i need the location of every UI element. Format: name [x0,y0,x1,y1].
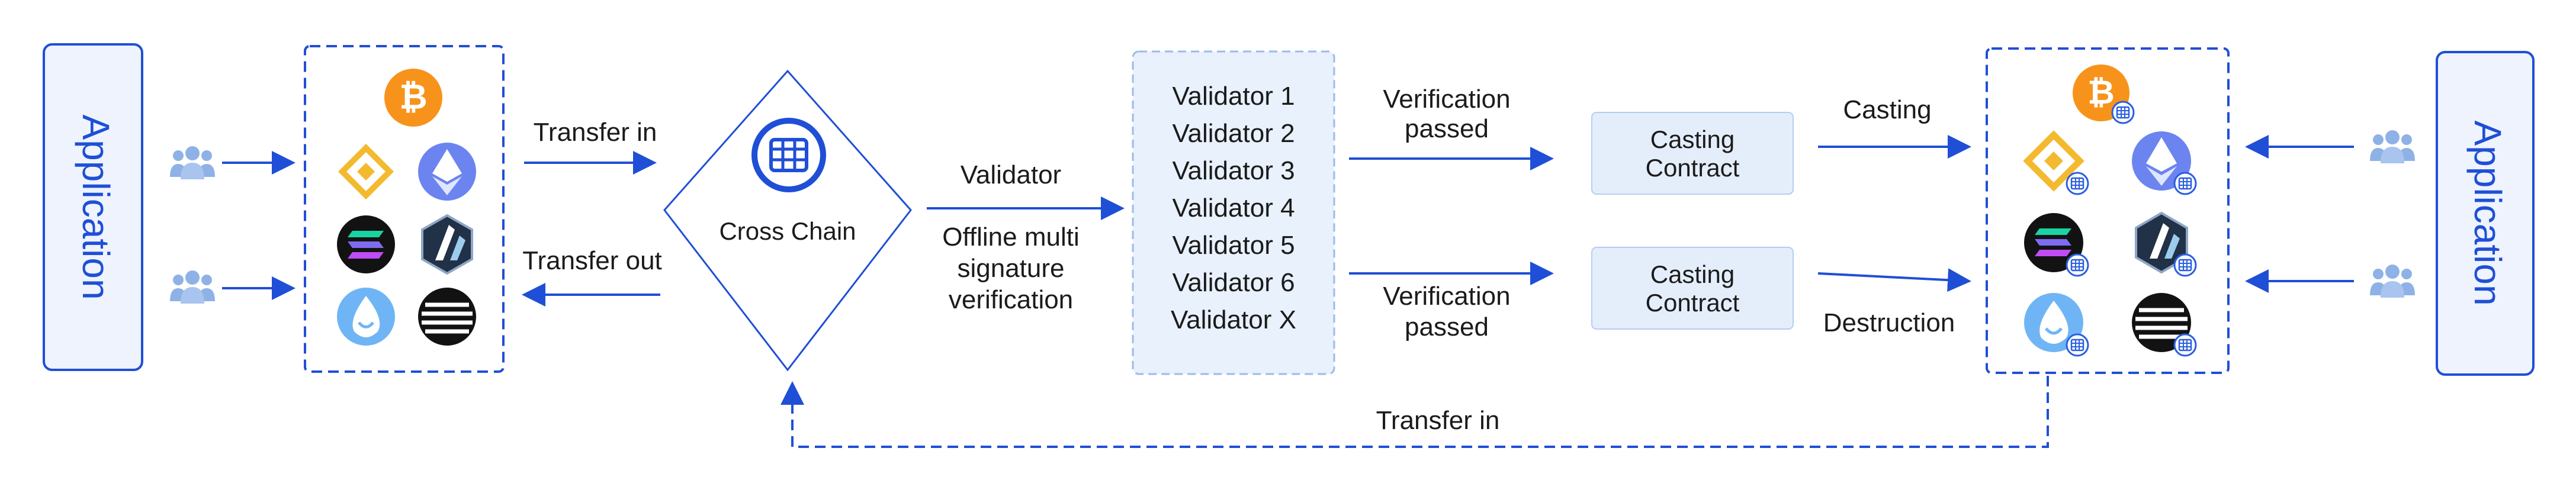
coin-panel-left: ₿ [304,45,505,373]
validators-panel: Validator 1 Validator 2 Validator 3 Vali… [1132,50,1335,375]
sui-icon [337,288,395,346]
casting-contract-bottom: Casting Contract [1591,247,1794,330]
validator-item: Validator 5 [1172,231,1295,260]
coin-panel-right: ₿ [1986,47,2230,374]
application-left-box: Application [43,43,143,371]
transfer-in-bottom-label: Transfer in [1376,406,1500,435]
svg-text:₿: ₿ [399,78,427,116]
bitcoin-icon: ₿ [2073,65,2135,124]
cross-chain-label: Cross Chain [719,217,856,245]
bitcoin-icon: ₿ [384,69,442,127]
arbitrum-icon [2135,211,2197,277]
casting-contract-top: Casting Contract [1591,112,1794,195]
users-icon [2370,265,2415,298]
cross-chain-icon [751,118,826,192]
transfer-out-label: Transfer out [522,246,662,275]
casting-contract-bottom-line-1: Casting [1650,260,1735,288]
arrow-destruction [1817,268,1971,292]
validator-item: Validator 2 [1172,119,1295,148]
offline-line-2: signature [957,254,1064,283]
casting-contract-bottom-line-2: Contract [1646,289,1740,317]
validator-label: Validator [961,160,1061,189]
verification-top-line-1: Verification [1383,85,1510,114]
solana-icon [2024,213,2089,277]
transfer-in-label: Transfer in [534,118,657,147]
validator-item: Validator 3 [1172,156,1295,185]
return-path-transfer-in [780,376,2049,448]
casting-label: Casting [1843,95,1931,124]
offline-line-3: verification [949,285,1073,314]
application-left-label: Application [75,114,117,299]
casting-contract-top-line-1: Casting [1650,125,1735,153]
bnb-icon [2023,130,2089,195]
users-icon [170,146,215,179]
sui-icon [2024,293,2089,357]
aptos-icon [2132,293,2197,357]
ethereum-icon [418,143,476,201]
offline-line-1: Offline multi [942,223,1080,252]
users-icon [170,270,215,304]
destruction-label: Destruction [1823,308,1955,337]
application-right-box: Application [2436,51,2535,376]
ethereum-icon [2132,131,2197,195]
arbitrum-icon [421,214,473,275]
verification-bottom-line-2: passed [1405,312,1489,341]
users-icon [2370,130,2415,163]
application-right-label: Application [2466,120,2509,305]
aptos-icon [418,288,476,346]
verification-top-line-2: passed [1405,114,1489,143]
validator-item: Validator 1 [1172,82,1295,111]
svg-text:₿: ₿ [2087,73,2115,111]
solana-icon [337,215,395,273]
validator-item: Validator X [1171,305,1296,334]
validator-item: Validator 4 [1172,194,1295,223]
casting-contract-top-line-2: Contract [1646,154,1740,182]
verification-bottom-line-1: Verification [1383,282,1510,311]
bnb-icon [337,143,395,201]
cross-chain-node: Cross Chain [663,69,912,372]
validator-item: Validator 6 [1172,268,1295,297]
